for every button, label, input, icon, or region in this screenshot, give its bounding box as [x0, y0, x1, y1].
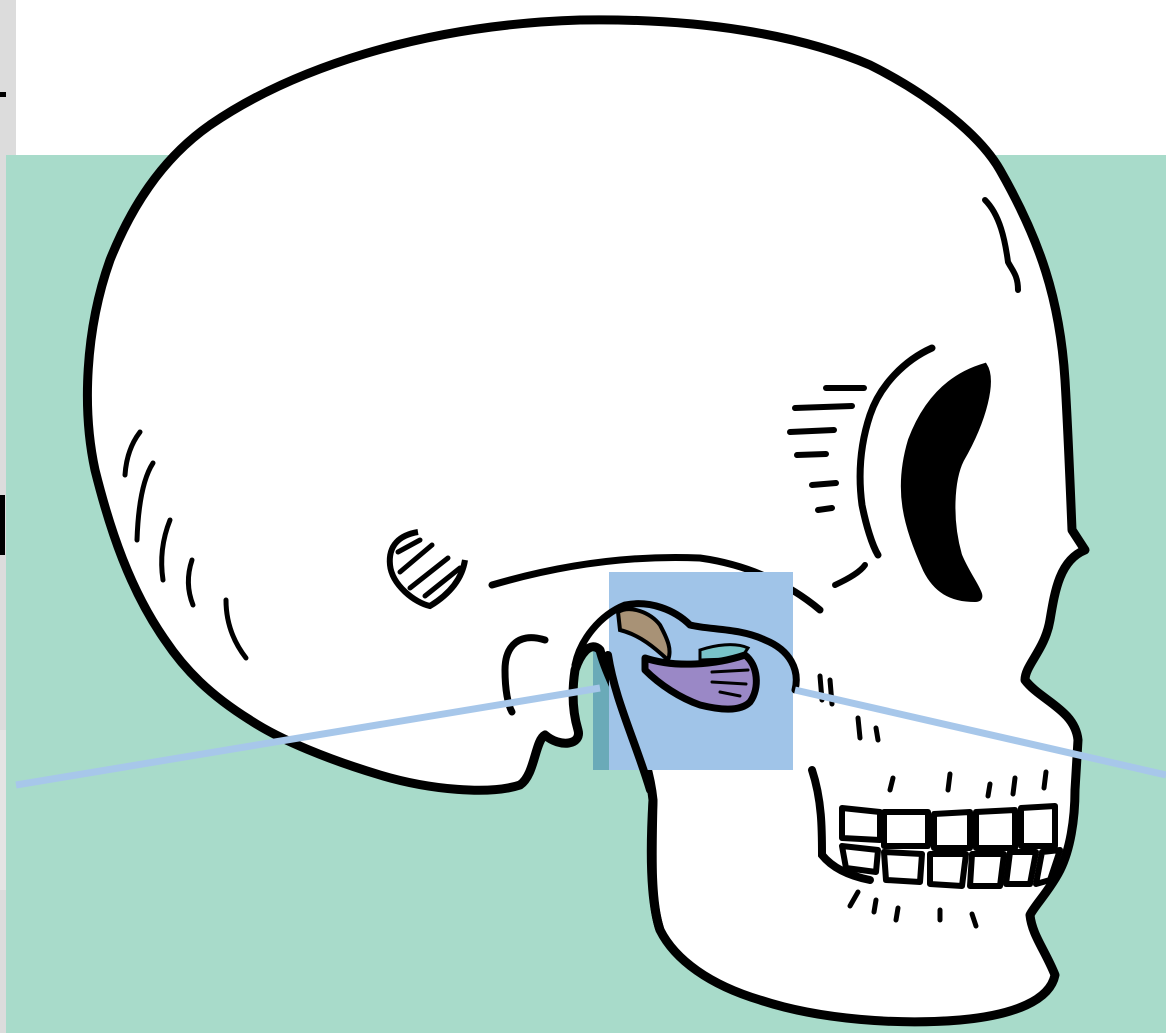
- upper-teeth: [842, 806, 1055, 848]
- left-strip-lower: [0, 730, 6, 890]
- left-edge-bar: [0, 495, 5, 555]
- left-edge-tick: [0, 92, 6, 97]
